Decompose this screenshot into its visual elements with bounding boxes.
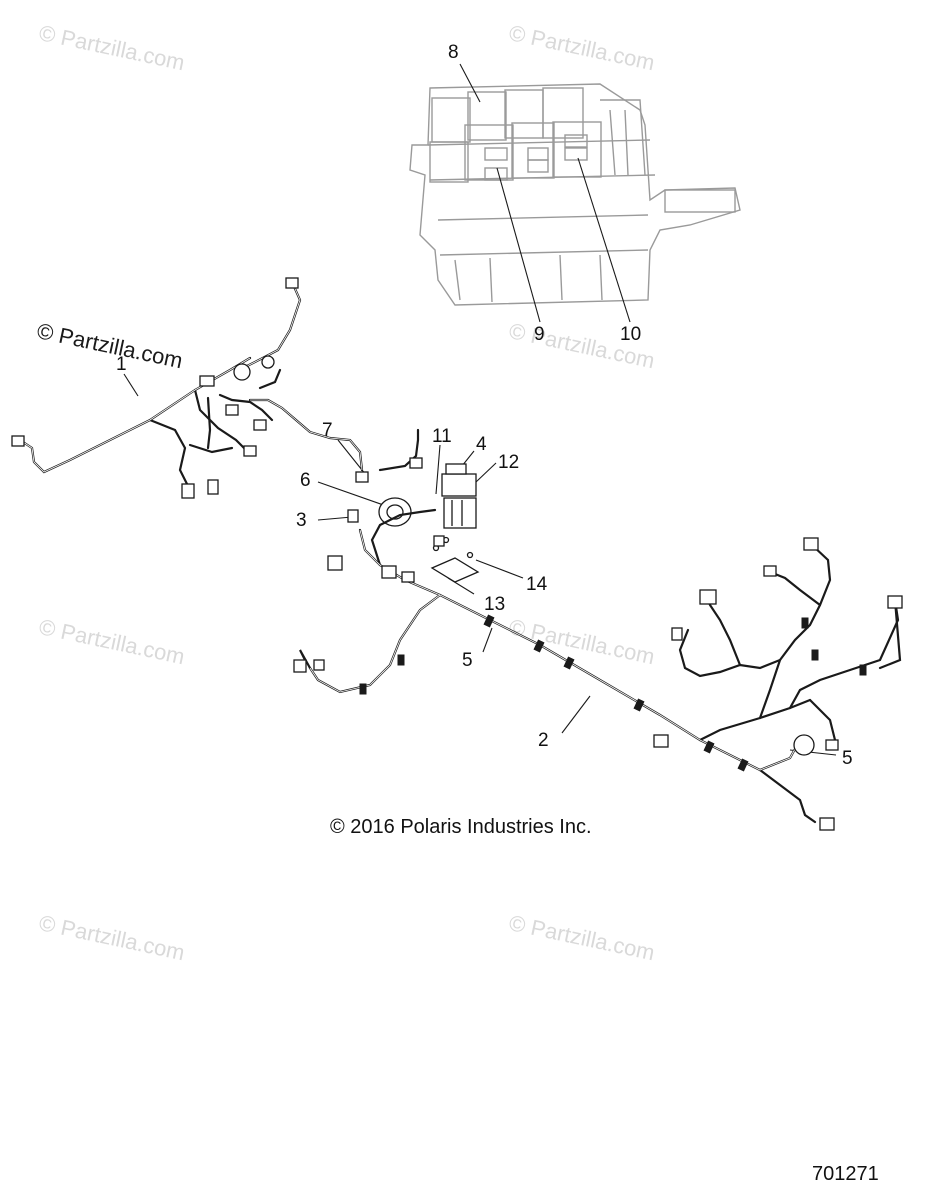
callout-4: 4 [476, 434, 487, 455]
fuse-box [409, 83, 741, 306]
callout-7: 7 [322, 420, 333, 441]
harness-left [18, 280, 420, 492]
callout-2: 2 [538, 730, 549, 751]
callout-5: 5 [462, 650, 473, 671]
callout-6: 6 [300, 470, 311, 491]
center-components [327, 463, 480, 583]
callout-9: 9 [534, 324, 545, 345]
figure-id: 701271 [812, 1163, 879, 1185]
callout-3: 3 [296, 510, 307, 531]
callout-14: 14 [526, 574, 548, 595]
callout-5: 5 [842, 748, 853, 769]
callout-1: 1 [116, 354, 127, 375]
main-clips [359, 614, 867, 772]
callout-11: 11 [432, 426, 452, 447]
callout-8: 8 [448, 42, 459, 63]
left-connectors [11, 277, 423, 499]
callout-12: 12 [498, 452, 520, 473]
copyright-notice: © 2016 Polaris Industries Inc. [330, 816, 592, 838]
callout-10: 10 [620, 324, 642, 345]
harness-main [299, 508, 902, 824]
callout-13: 13 [484, 594, 506, 615]
harness-left-outline [19, 281, 363, 473]
main-connectors [293, 535, 903, 831]
